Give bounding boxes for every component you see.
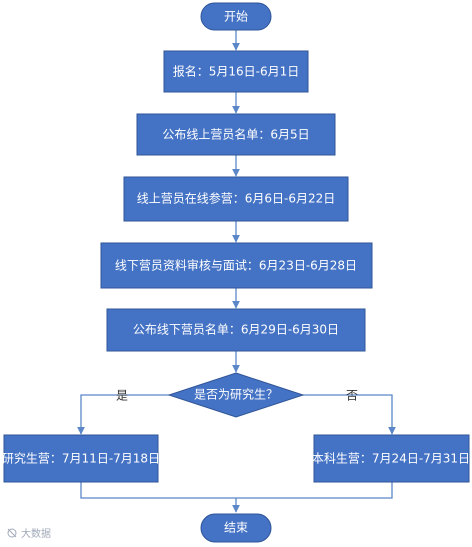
step-online-list-label: 公布线上营员名单：6月5日	[162, 127, 309, 142]
start-label: 开始	[224, 10, 248, 24]
step-signup-label: 报名：5月16日-6月1日	[173, 64, 300, 79]
no-label: 否	[346, 389, 358, 403]
branch-graduate-camp: 研究生营：7月11日-7月18日	[2, 434, 160, 483]
decision-node: 是否为研究生？	[167, 372, 305, 418]
step-review-interview: 线下营员资料审核与面试：6月23日-6月28日	[100, 242, 373, 289]
branch-undergraduate-camp: 本科生营：7月24日-7月31日	[312, 434, 470, 483]
step-offline-list-label: 公布线下营员名单：6月29日-6月30日	[133, 322, 339, 337]
watermark-text: 大数据	[21, 527, 51, 540]
step-online-camp: 线上营员在线参营：6月6日-6月22日	[123, 176, 349, 222]
step-online-camp-label: 线上营员在线参营：6月6日-6月22日	[137, 191, 336, 206]
step-review-interview-label: 线下营员资料审核与面试：6月23日-6月28日	[115, 258, 357, 273]
start-node: 开始	[200, 2, 272, 31]
step-offline-list: 公布线下营员名单：6月29日-6月30日	[106, 308, 366, 352]
branch-graduate-camp-label: 研究生营：7月11日-7月18日	[2, 451, 160, 466]
connector-decision-no	[303, 394, 396, 435]
branch-undergraduate-camp-label: 本科生营：7月24日-7月31日	[312, 452, 470, 466]
connector-yes-end	[80, 482, 236, 499]
decision-label: 是否为研究生？	[194, 387, 278, 402]
step-signup: 报名：5月16日-6月1日	[163, 50, 309, 93]
step-online-list: 公布线上营员名单：6月5日	[136, 113, 336, 156]
connector-no-end	[236, 482, 393, 499]
connectors	[77, 30, 396, 513]
watermark-logo-icon	[7, 528, 17, 538]
end-label: 结束	[224, 521, 248, 535]
end-node: 结束	[200, 513, 272, 543]
watermark: 大数据	[7, 527, 51, 540]
yes-label: 是	[116, 389, 128, 403]
connector-decision-yes	[77, 394, 169, 435]
